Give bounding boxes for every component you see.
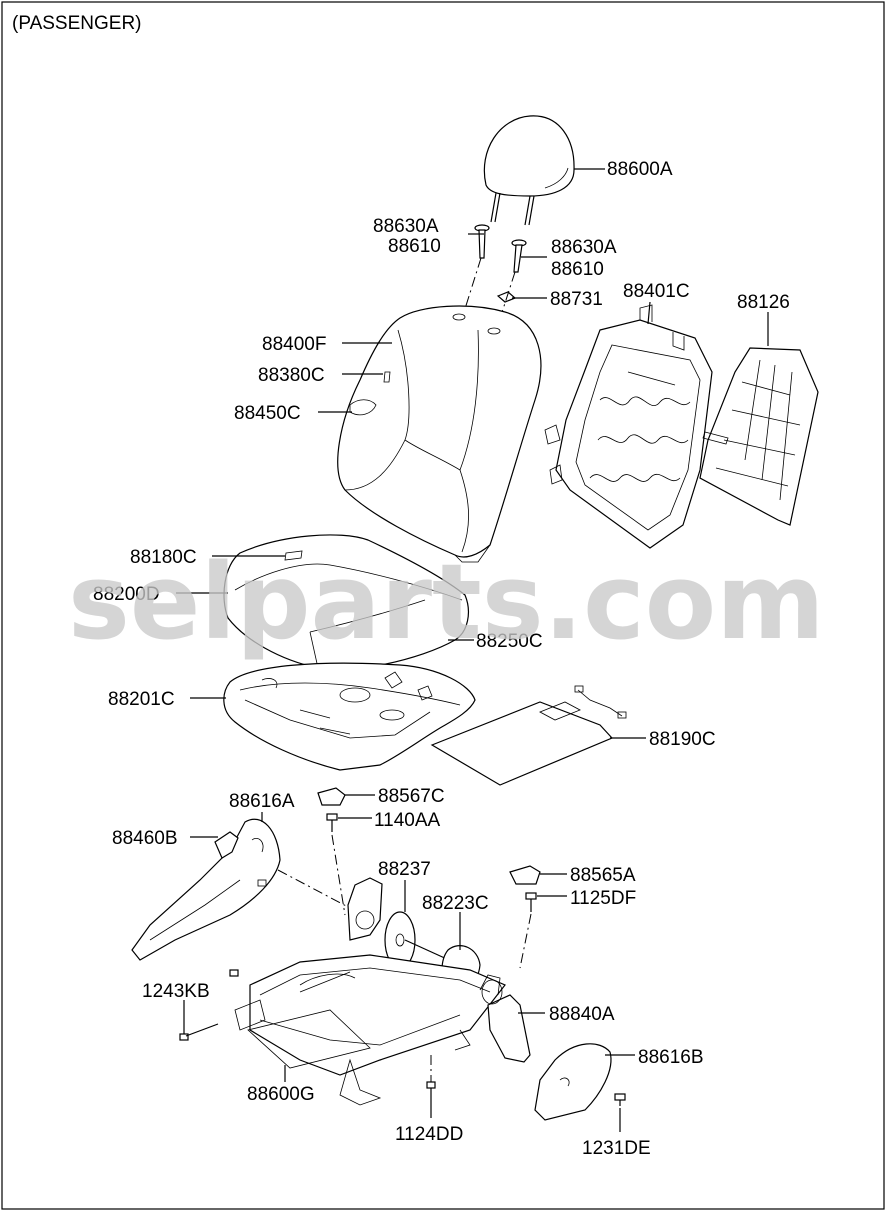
occupant-mat (430, 685, 627, 786)
label-88616B: 88616B (638, 1047, 704, 1068)
label-88250C: 88250C (476, 631, 543, 652)
leader-lines (176, 168, 769, 1132)
label-1124DD: 1124DD (395, 1124, 463, 1145)
label-88223C: 88223C (422, 893, 489, 914)
seat-cushion (223, 534, 469, 671)
side-cover-right (534, 1043, 612, 1121)
label-88600G: 88600G (247, 1084, 315, 1105)
label-88180C: 88180C (130, 547, 197, 568)
seatback-cover (337, 305, 542, 563)
screw-1231DE (614, 1093, 626, 1106)
label-88401C: 88401C (623, 281, 690, 302)
part-labels: 88600A 88630A 88610 88630A 88610 88731 8… (93, 159, 790, 1159)
cover-88565A (509, 865, 541, 885)
label-88565A: 88565A (570, 865, 636, 886)
label-88610-left: 88610 (388, 236, 441, 257)
label-88460B: 88460B (112, 828, 178, 849)
label-88190C: 88190C (649, 729, 716, 750)
label-88237: 88237 (378, 859, 431, 880)
recliner-88237 (347, 877, 383, 941)
diagram-title: (PASSENGER) (12, 13, 142, 34)
seatback-frame (544, 304, 713, 549)
seat-track-frame (234, 954, 506, 1106)
label-88600A: 88600A (607, 159, 673, 180)
label-1140AA: 1140AA (374, 810, 441, 831)
watermark: selparts.com (68, 541, 825, 663)
headrest-guide-left (474, 224, 490, 259)
headrest-part (483, 115, 575, 226)
label-88200D: 88200D (93, 584, 160, 605)
label-88610-right: 88610 (551, 259, 604, 280)
label-88400F: 88400F (262, 334, 326, 355)
cover-88567C (317, 787, 346, 806)
label-1125DF: 1125DF (570, 888, 636, 909)
handle-88460B (214, 831, 239, 859)
buckle-88840A (481, 979, 531, 1063)
label-88201C: 88201C (108, 689, 175, 710)
bolt-1125DF (525, 892, 537, 912)
screw-1124DD (426, 1081, 436, 1100)
label-1231DE: 1231DE (582, 1138, 651, 1159)
side-cover-left (131, 818, 281, 961)
label-88380C: 88380C (258, 365, 325, 386)
seatback-board (699, 347, 819, 526)
label-88567C: 88567C (378, 786, 445, 807)
label-88450C: 88450C (234, 403, 301, 424)
label-88840A: 88840A (549, 1004, 615, 1025)
wire-88600G (247, 1009, 371, 1069)
label-88630A-left: 88630A (373, 216, 439, 237)
label-88616A: 88616A (229, 791, 295, 812)
label-88630A-right: 88630A (551, 237, 617, 258)
label-88731: 88731 (550, 289, 603, 310)
seat-pan (223, 662, 476, 771)
headrest-guide-right (511, 239, 527, 273)
label-88126: 88126 (737, 292, 790, 313)
bolt-1140AA (326, 813, 338, 832)
label-1243KB: 1243KB (142, 981, 210, 1002)
bolt-1243KB (179, 969, 239, 1041)
